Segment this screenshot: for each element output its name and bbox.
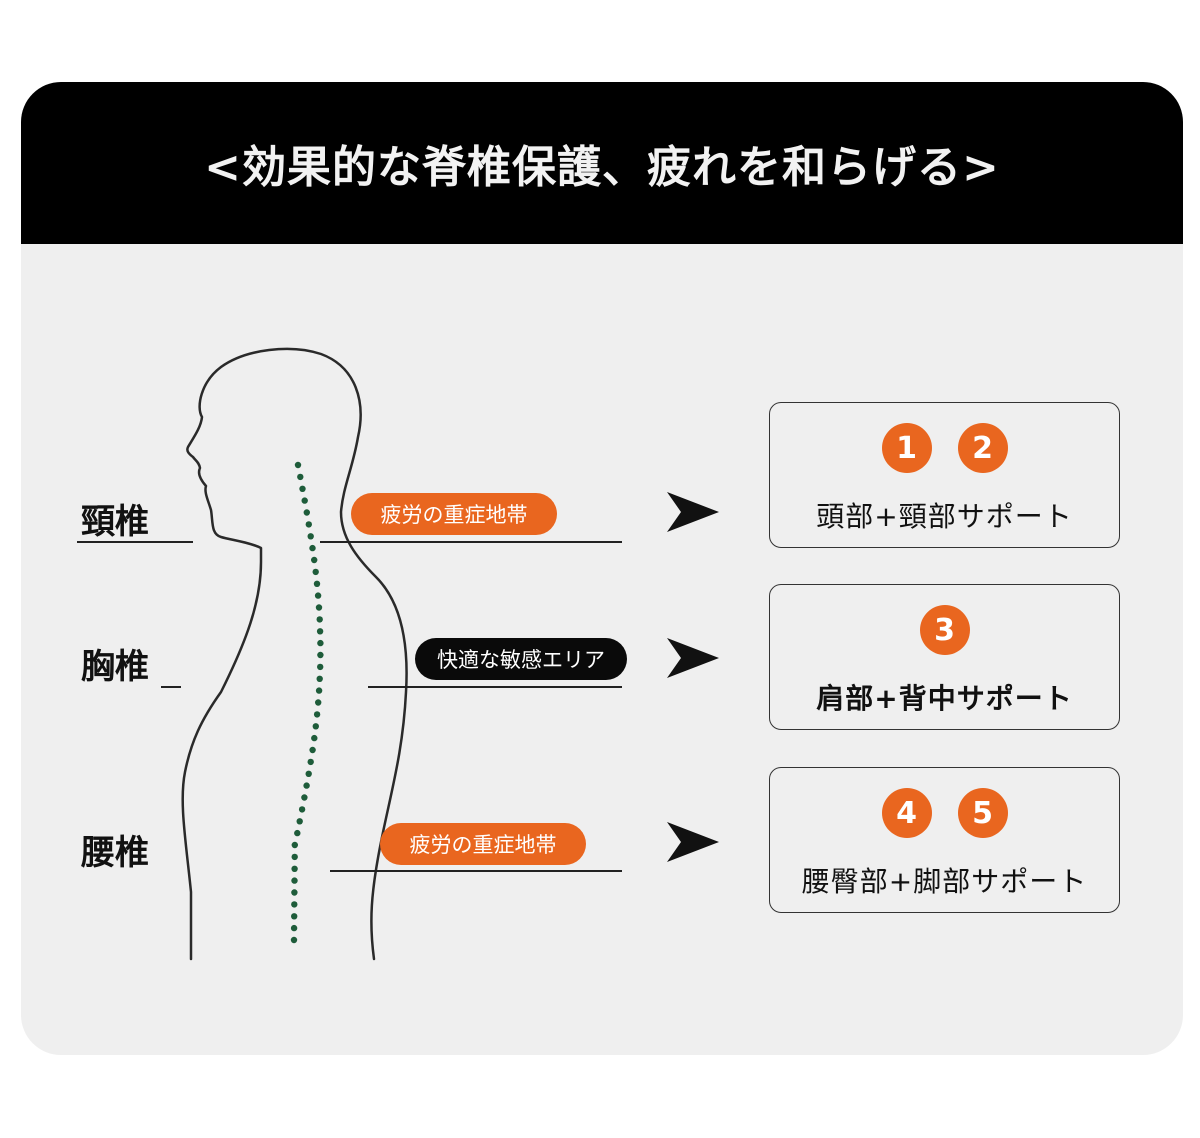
arrowhead-right-icon (667, 492, 719, 532)
spine-dot (298, 806, 306, 813)
spine-dot (307, 533, 314, 540)
arrowhead-right-icon (667, 638, 719, 678)
support-box-shoulder-back: 3 肩部+背中サポート (769, 584, 1120, 730)
spine-dot (291, 889, 298, 896)
spine-dot (290, 924, 298, 932)
spine-dot (316, 616, 323, 623)
spine-dot (309, 544, 316, 552)
number-badge: 5 (957, 788, 1008, 838)
spine-dot (313, 580, 321, 587)
thoracic-right-line (368, 686, 622, 688)
number-badge: 3 (919, 605, 970, 655)
spine-dot (309, 746, 316, 754)
support-label: 頭部+頸部サポート (816, 500, 1073, 533)
spine-dot (291, 865, 298, 872)
arrowhead-right-icon (667, 822, 719, 862)
spine-dot (311, 556, 318, 564)
spine-dot (312, 568, 319, 576)
body-outline (181, 347, 408, 961)
thoracic-left-line (161, 686, 181, 688)
spine-dot (301, 497, 308, 504)
spine-dot (313, 711, 321, 718)
infographic-card: <効果的な脊椎保護、疲れを和らげる> 頸椎 疲労の重症地帯 1 2 頭部+頸部サ… (21, 82, 1183, 1055)
spine-dot (294, 461, 302, 469)
spine-dot (291, 841, 298, 849)
spine-dot (301, 794, 308, 801)
number-badge: 2 (957, 423, 1008, 473)
region-label-lumbar: 腰椎 (81, 833, 149, 873)
spine-dot (291, 877, 298, 884)
spine-dot (305, 521, 312, 528)
spine-dot (296, 818, 303, 825)
spine-dot (303, 509, 310, 516)
spine-dot (305, 770, 312, 777)
badge-row: 4 5 (770, 788, 1119, 838)
support-box-waist-legs: 4 5 腰臀部+脚部サポート (769, 767, 1120, 913)
cervical-tag: 疲労の重症地帯 (351, 493, 557, 535)
spine-dot (317, 651, 324, 659)
spine-dot (290, 936, 298, 944)
support-box-head-neck: 1 2 頭部+頸部サポート (769, 402, 1120, 548)
number-badge: 1 (881, 423, 932, 473)
spine-dot (316, 628, 324, 635)
thoracic-tag: 快適な敏感エリア (415, 638, 627, 680)
badge-row: 3 (770, 605, 1119, 655)
spine-dot (317, 639, 324, 647)
spine-dot (312, 723, 319, 730)
lumbar-tag: 疲労の重症地帯 (380, 823, 586, 865)
spine-dot (291, 913, 298, 920)
spine-dot (314, 592, 322, 599)
spine-dot (317, 663, 324, 671)
spine-dot (316, 675, 323, 682)
spine-dot (307, 758, 314, 766)
spine-dot (315, 687, 323, 694)
number-badge: 4 (881, 788, 932, 838)
human-silhouette-icon (181, 347, 408, 961)
spine-dot (315, 604, 323, 611)
spine-dot (299, 485, 306, 492)
badge-row: 1 2 (770, 423, 1119, 473)
spine-dot (297, 473, 304, 481)
spine-dot (315, 699, 322, 706)
cervical-right-line (320, 541, 622, 543)
lumbar-right-line (330, 870, 622, 872)
spine-dot (294, 829, 301, 837)
spine-dots (290, 461, 324, 944)
region-label-cervical: 頸椎 (81, 502, 149, 542)
spine-dot (291, 853, 298, 861)
cervical-left-line (77, 541, 193, 543)
page-title: <効果的な脊椎保護、疲れを和らげる> (21, 82, 1183, 244)
spine-dot (311, 734, 318, 742)
region-label-thoracic: 胸椎 (81, 647, 149, 687)
spine-dot (291, 901, 298, 908)
spine-dot (303, 782, 310, 789)
support-label: 肩部+背中サポート (816, 682, 1073, 715)
support-label: 腰臀部+脚部サポート (801, 865, 1088, 898)
